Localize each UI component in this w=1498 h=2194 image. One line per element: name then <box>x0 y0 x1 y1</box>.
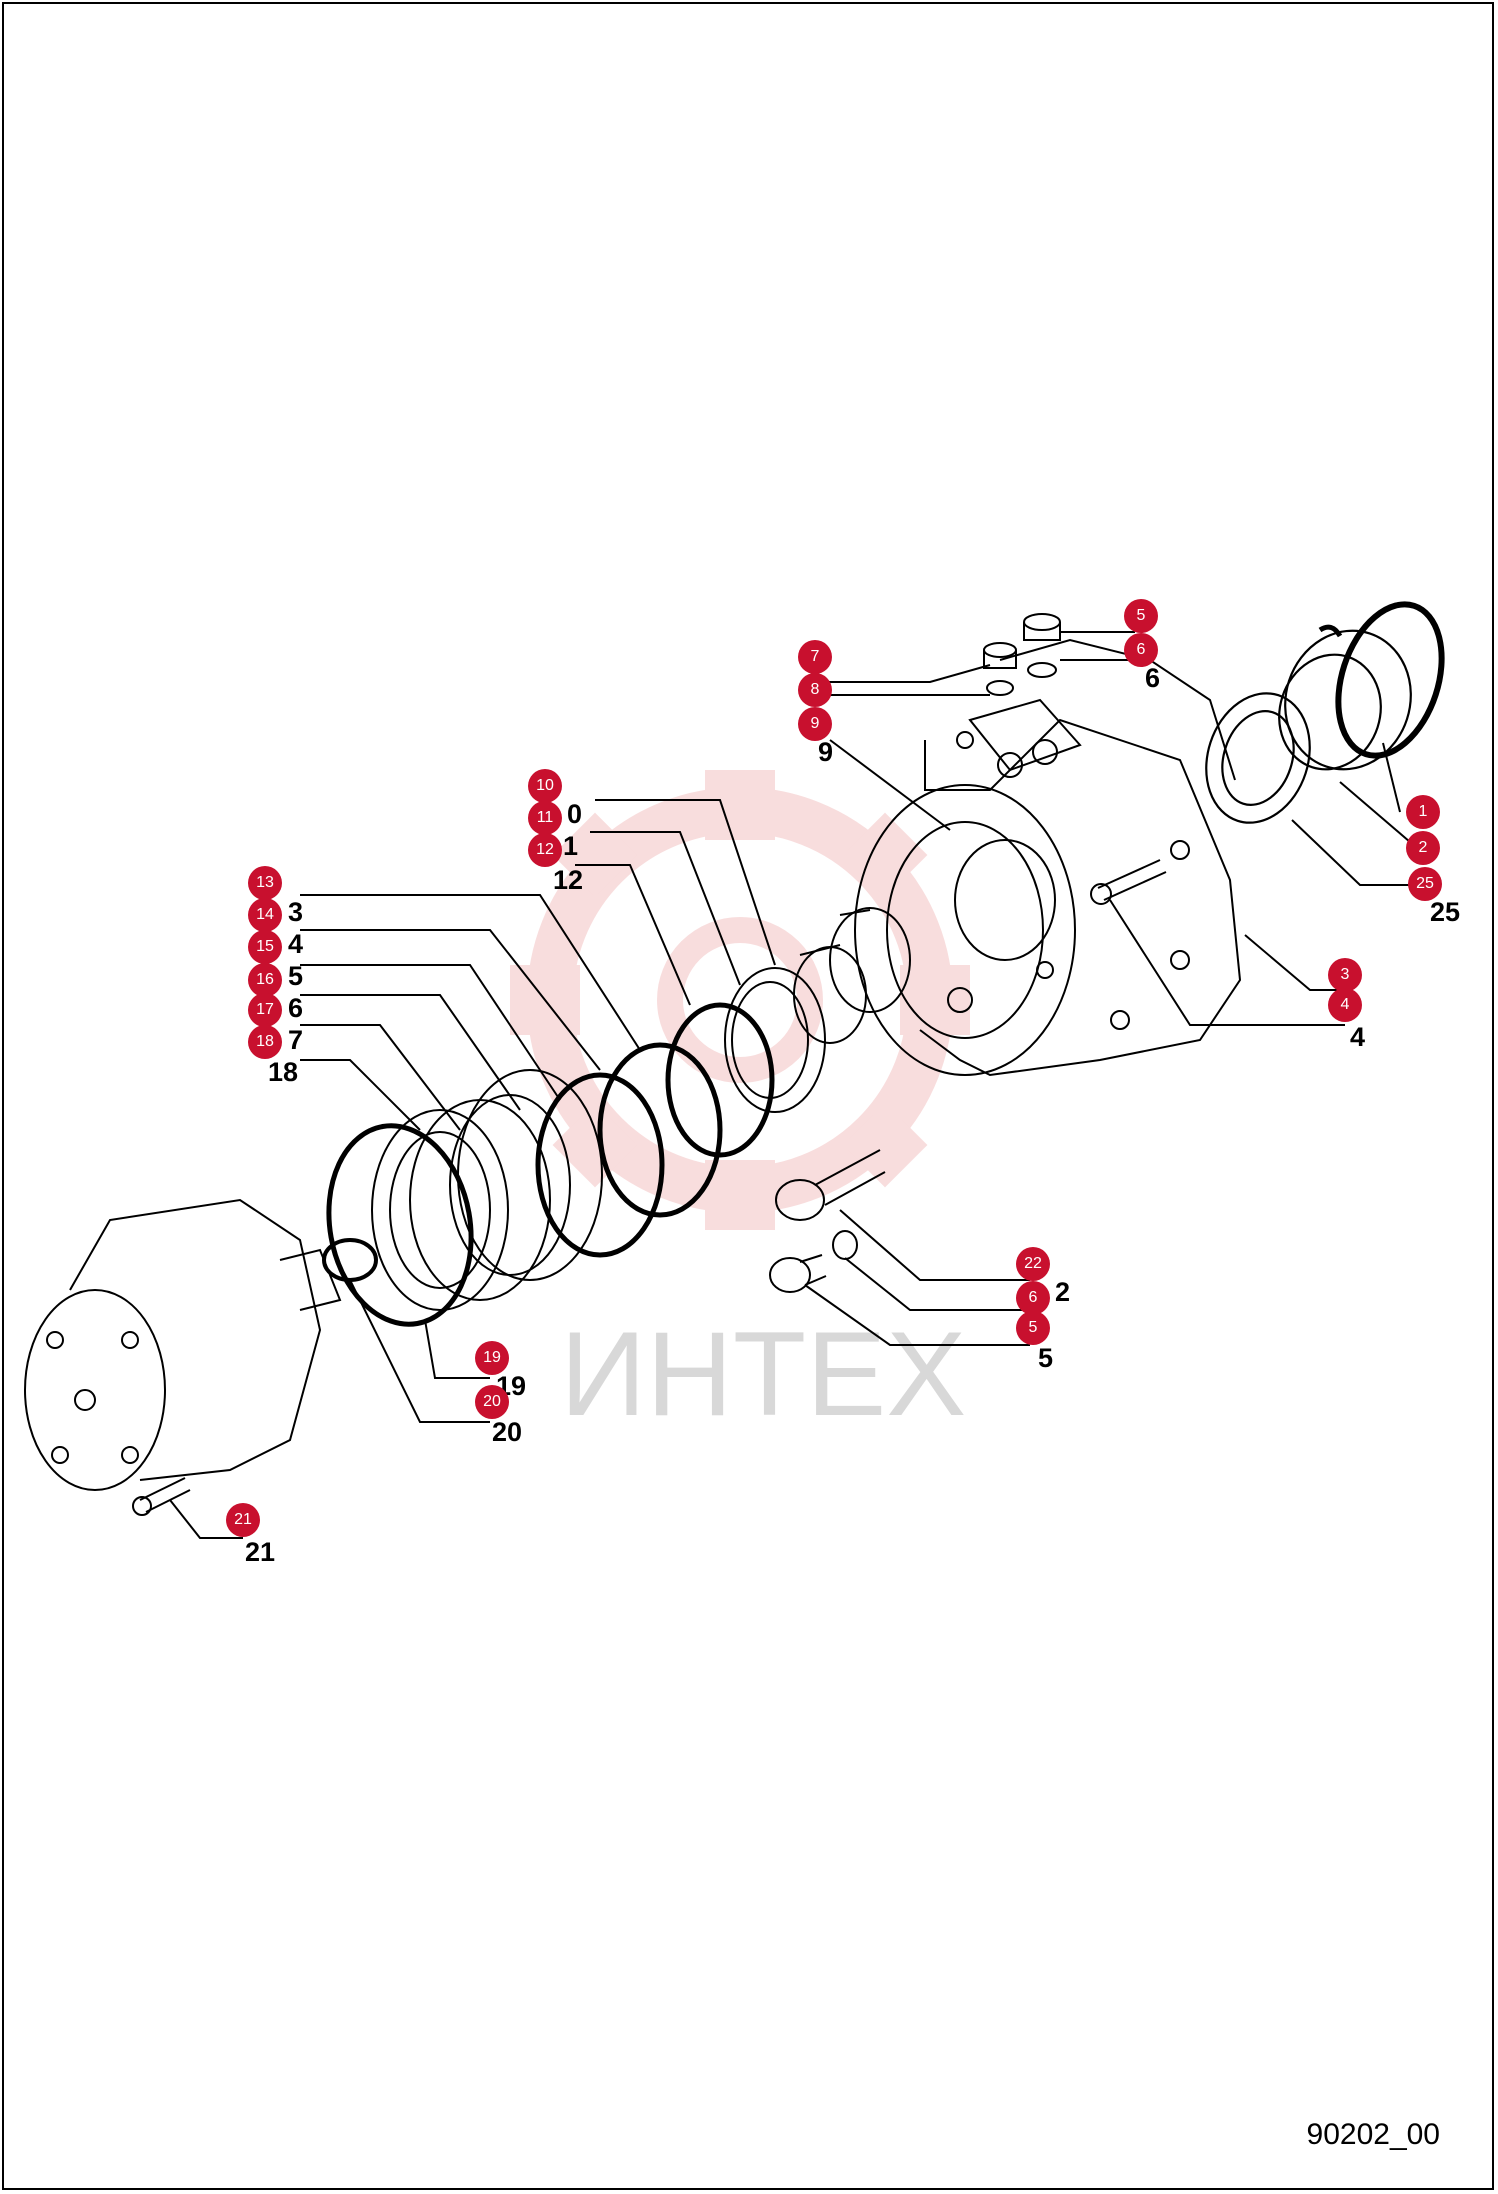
callout-badge[interactable]: 11 <box>528 801 562 835</box>
callout-badge[interactable]: 25 <box>1408 867 1442 901</box>
callout-badge[interactable]: 5 <box>1016 1311 1050 1345</box>
drain-plugs <box>769 1149 886 1293</box>
callout-badge[interactable]: 18 <box>248 1025 282 1059</box>
callout-badge[interactable]: 8 <box>798 673 832 707</box>
watermark-text: ИНТЕХ <box>560 1307 966 1441</box>
callout-badge[interactable]: 21 <box>226 1503 260 1537</box>
callout-label: 18 <box>268 1057 299 1087</box>
callout-badge[interactable]: 1 <box>1406 795 1440 829</box>
callout-badge[interactable]: 4 <box>1328 988 1362 1022</box>
callout-label: 4 <box>1350 1022 1366 1052</box>
callout-badge[interactable]: 14 <box>248 898 282 932</box>
snap-ring-group <box>1205 601 1445 824</box>
callout-label: 12 <box>553 865 584 895</box>
callout-badge[interactable]: 10 <box>528 769 562 803</box>
callout-label: 5 <box>288 961 304 991</box>
callout-label: 21 <box>245 1537 276 1567</box>
callout-badge[interactable]: 7 <box>798 640 832 674</box>
callout-label: 7 <box>288 1025 304 1055</box>
callout-badge[interactable]: 17 <box>248 993 282 1027</box>
callout-label: 9 <box>818 737 834 767</box>
callout-badge[interactable]: 22 <box>1016 1247 1050 1281</box>
motor-bolt <box>132 1477 191 1516</box>
callout-label: 0 <box>567 799 583 829</box>
callout-badge[interactable]: 13 <box>248 866 282 900</box>
callout-label: 25 <box>1430 897 1461 927</box>
callout-badge[interactable]: 16 <box>248 963 282 997</box>
top-plugs <box>983 613 1061 696</box>
callout-badge[interactable]: 19 <box>475 1341 509 1375</box>
drawing-number: 90202_00 <box>1306 2118 1440 2151</box>
callout-label: 6 <box>1145 663 1161 693</box>
callout-label: 6 <box>288 993 304 1023</box>
callout-badge[interactable]: 15 <box>248 930 282 964</box>
callout-label: 5 <box>1038 1343 1054 1373</box>
callout-badge[interactable]: 20 <box>475 1385 509 1419</box>
callout-label: 4 <box>288 929 304 959</box>
callout-badge[interactable]: 6 <box>1124 633 1158 667</box>
callout-badge[interactable]: 12 <box>528 833 562 867</box>
callout-label: 2 <box>1055 1277 1071 1307</box>
leader-lines <box>169 631 1430 1539</box>
callout-badge[interactable]: 6 <box>1016 1281 1050 1315</box>
ring-stack <box>449 967 826 1281</box>
housing-bolt <box>1090 859 1167 905</box>
callout-label: 1 <box>563 831 579 861</box>
callout-label: 3 <box>288 897 304 927</box>
roller-bearing <box>371 1099 551 1311</box>
hydraulic-motor <box>24 1198 342 1491</box>
watermark-gear-logo <box>510 770 970 1230</box>
callout-badge[interactable]: 9 <box>798 707 832 741</box>
callout-label: 20 <box>492 1417 523 1447</box>
callout-badge[interactable]: 5 <box>1124 599 1158 633</box>
callout-badge[interactable]: 2 <box>1406 831 1440 865</box>
callout-badge[interactable]: 3 <box>1328 958 1362 992</box>
